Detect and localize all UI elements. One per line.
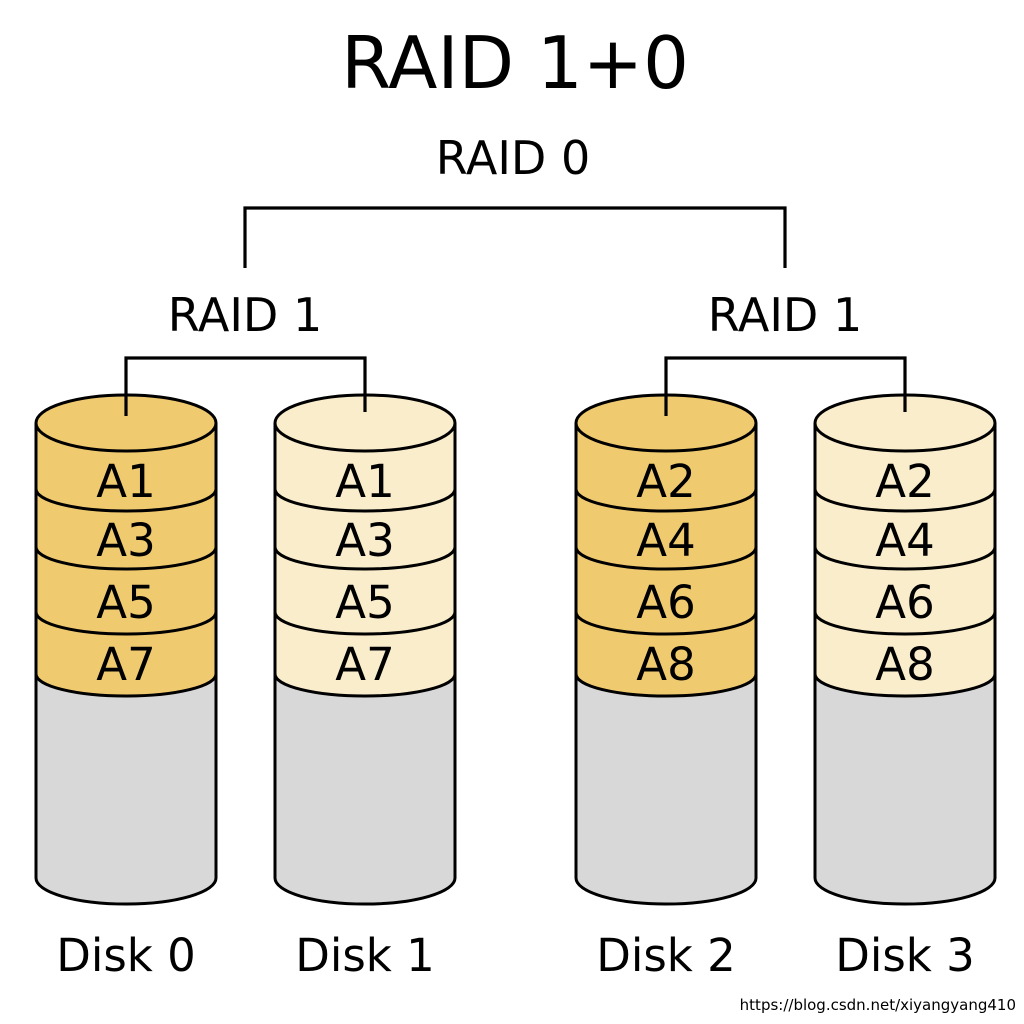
disk-1-block-3: A5 bbox=[335, 576, 394, 629]
disk-1-name: Disk 1 bbox=[295, 929, 435, 982]
disk-0-divider-2 bbox=[34, 546, 218, 571]
disk-1: A1 A3 A5 A7 Disk 1 bbox=[273, 393, 457, 982]
disk-3: A2 A4 A6 A8 Disk 3 bbox=[813, 393, 997, 982]
disk-2-divider-1 bbox=[574, 488, 758, 513]
disk-1-block-2: A3 bbox=[335, 514, 394, 567]
disk-0-divider-4 bbox=[34, 673, 218, 698]
disk-3-block-1: A2 bbox=[875, 455, 934, 508]
watermark-text: https://blog.csdn.net/xiyangyang410 bbox=[740, 996, 1016, 1014]
disk-2-block-4: A8 bbox=[636, 638, 695, 691]
disk-2-name: Disk 2 bbox=[596, 929, 736, 982]
disk-2-divider-2 bbox=[574, 546, 758, 571]
disk-3-divider-4 bbox=[813, 673, 997, 698]
raid1-right-bracket-line bbox=[664, 356, 907, 416]
disk-1-block-1: A1 bbox=[335, 455, 394, 508]
disk-0-block-3: A5 bbox=[96, 576, 155, 629]
disk-1-divider-2 bbox=[273, 546, 457, 571]
disk-2-divider-3 bbox=[574, 611, 758, 636]
disk-2-outline bbox=[574, 423, 758, 906]
disk-0-outline bbox=[34, 423, 218, 906]
disk-2-divider-4 bbox=[574, 673, 758, 698]
disk-1-data-region bbox=[275, 423, 455, 696]
raid1-left-label: RAID 1 bbox=[168, 288, 322, 342]
disk-0: A1 A3 A5 A7 Disk 0 bbox=[34, 393, 218, 982]
raid1-left-bracket-line bbox=[124, 356, 367, 416]
disk-3-divider-3 bbox=[813, 611, 997, 636]
disk-0-block-1: A1 bbox=[96, 455, 155, 508]
disk-3-data-region bbox=[815, 423, 995, 696]
disk-0-data-region bbox=[36, 423, 216, 696]
disk-1-divider-1 bbox=[273, 488, 457, 513]
raid0-label: RAID 0 bbox=[436, 131, 590, 185]
raid1-right-label: RAID 1 bbox=[708, 288, 862, 342]
disk-3-block-2: A4 bbox=[875, 514, 934, 567]
disk-0-block-2: A3 bbox=[96, 514, 155, 567]
disk-2-block-1: A2 bbox=[636, 455, 695, 508]
disk-1-block-4: A7 bbox=[335, 638, 394, 691]
disk-2-data-region bbox=[576, 423, 756, 696]
disk-3-block-4: A8 bbox=[875, 638, 934, 691]
disk-0-name: Disk 0 bbox=[56, 929, 196, 982]
disk-3-name: Disk 3 bbox=[835, 929, 975, 982]
disk-2-block-3: A6 bbox=[636, 576, 695, 629]
disk-0-divider-3 bbox=[34, 611, 218, 636]
disk-1-divider-4 bbox=[273, 673, 457, 698]
disk-3-divider-1 bbox=[813, 488, 997, 513]
disk-0-divider-1 bbox=[34, 488, 218, 513]
raid0-bracket-line bbox=[243, 206, 787, 268]
disk-2-block-2: A4 bbox=[636, 514, 695, 567]
disk-1-divider-3 bbox=[273, 611, 457, 636]
disk-3-outline bbox=[813, 423, 997, 906]
diagram-title: RAID 1+0 bbox=[341, 21, 689, 105]
disk-1-outline bbox=[273, 423, 457, 906]
disk-0-block-4: A7 bbox=[96, 638, 155, 691]
disk-3-divider-2 bbox=[813, 546, 997, 571]
disk-2: A2 A4 A6 A8 Disk 2 bbox=[574, 393, 758, 982]
disk-3-block-3: A6 bbox=[875, 576, 934, 629]
